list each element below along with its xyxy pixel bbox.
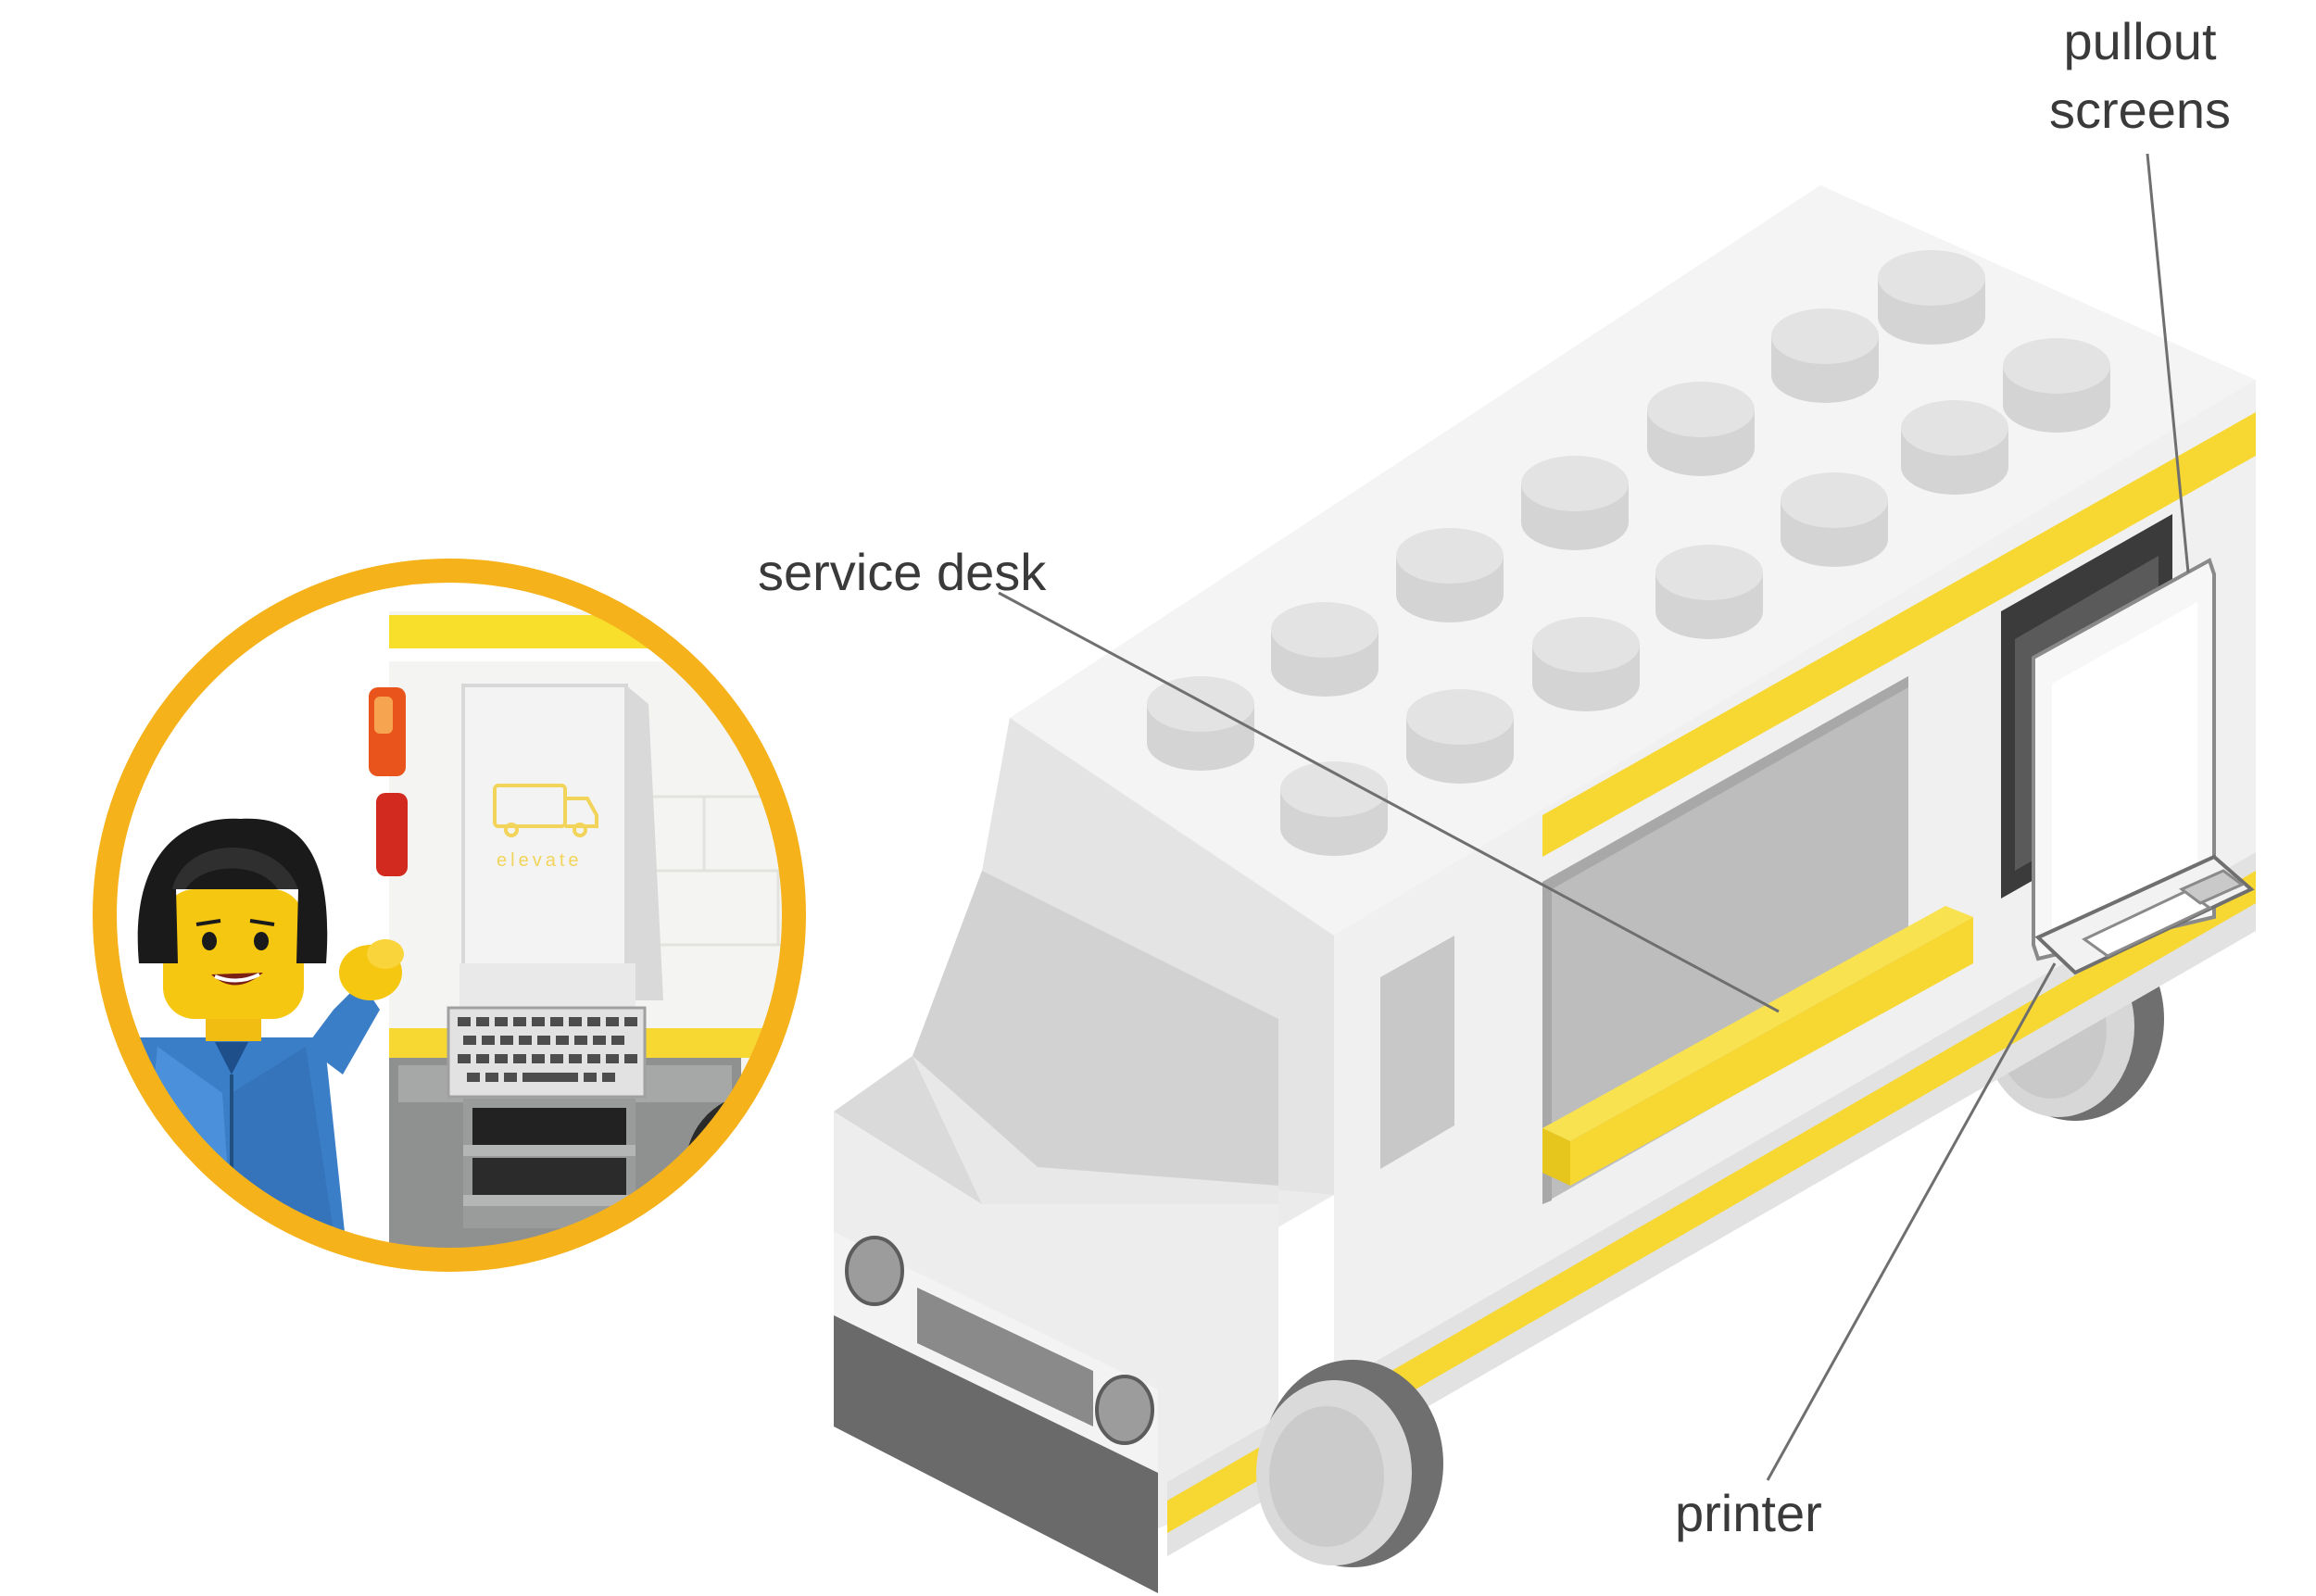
leader-service-desk [998, 591, 1780, 1013]
label-printer: printer [1675, 1484, 1822, 1542]
grille [917, 1288, 1093, 1426]
roof-stud [1396, 528, 1504, 622]
roof-stud [1280, 761, 1388, 856]
label-pullout-line1: pullout [2063, 12, 2217, 70]
inset-ring [93, 559, 806, 1272]
photo-inset [93, 559, 806, 1272]
roof-stud [1771, 308, 1879, 403]
service-desk [1542, 906, 1973, 1186]
roof-stud [1647, 382, 1755, 476]
leader-pullout-screens [2146, 153, 2190, 573]
roof-stud [1655, 545, 1763, 639]
label-service-desk: service desk [758, 543, 1047, 601]
service-window [1542, 676, 1908, 1204]
yellow-stripe-upper [1542, 412, 2256, 857]
yellow-stripe-lower [1167, 871, 2256, 1533]
roof-stud [1147, 676, 1254, 771]
keyboard [447, 1006, 647, 1099]
roof-top [1010, 185, 2256, 936]
front-wheel [1256, 1360, 1443, 1567]
roof-stud [1406, 689, 1514, 784]
roof-stud [1901, 400, 2008, 495]
roof-stud [1271, 602, 1378, 697]
roof-studs [1147, 250, 2110, 856]
printer-unit [463, 1099, 636, 1228]
van-diagram [834, 153, 2256, 1593]
headlight-left [845, 1236, 904, 1306]
printer [2034, 854, 2255, 975]
headlight-right [1095, 1375, 1154, 1445]
van-logo-icon [493, 784, 598, 837]
brand-text: elevate [497, 850, 583, 871]
roof-stud [2003, 338, 2110, 433]
label-pullout-screens: pullout screens [1992, 7, 2288, 145]
label-pullout-line2: screens [2048, 81, 2232, 139]
roof-stud [1878, 250, 1985, 345]
roof-stud [1532, 617, 1640, 711]
cab-window [1380, 936, 1454, 1169]
roof-stud [1781, 472, 1888, 567]
leader-printer [1766, 962, 2057, 1481]
roof-stud [1521, 456, 1629, 550]
